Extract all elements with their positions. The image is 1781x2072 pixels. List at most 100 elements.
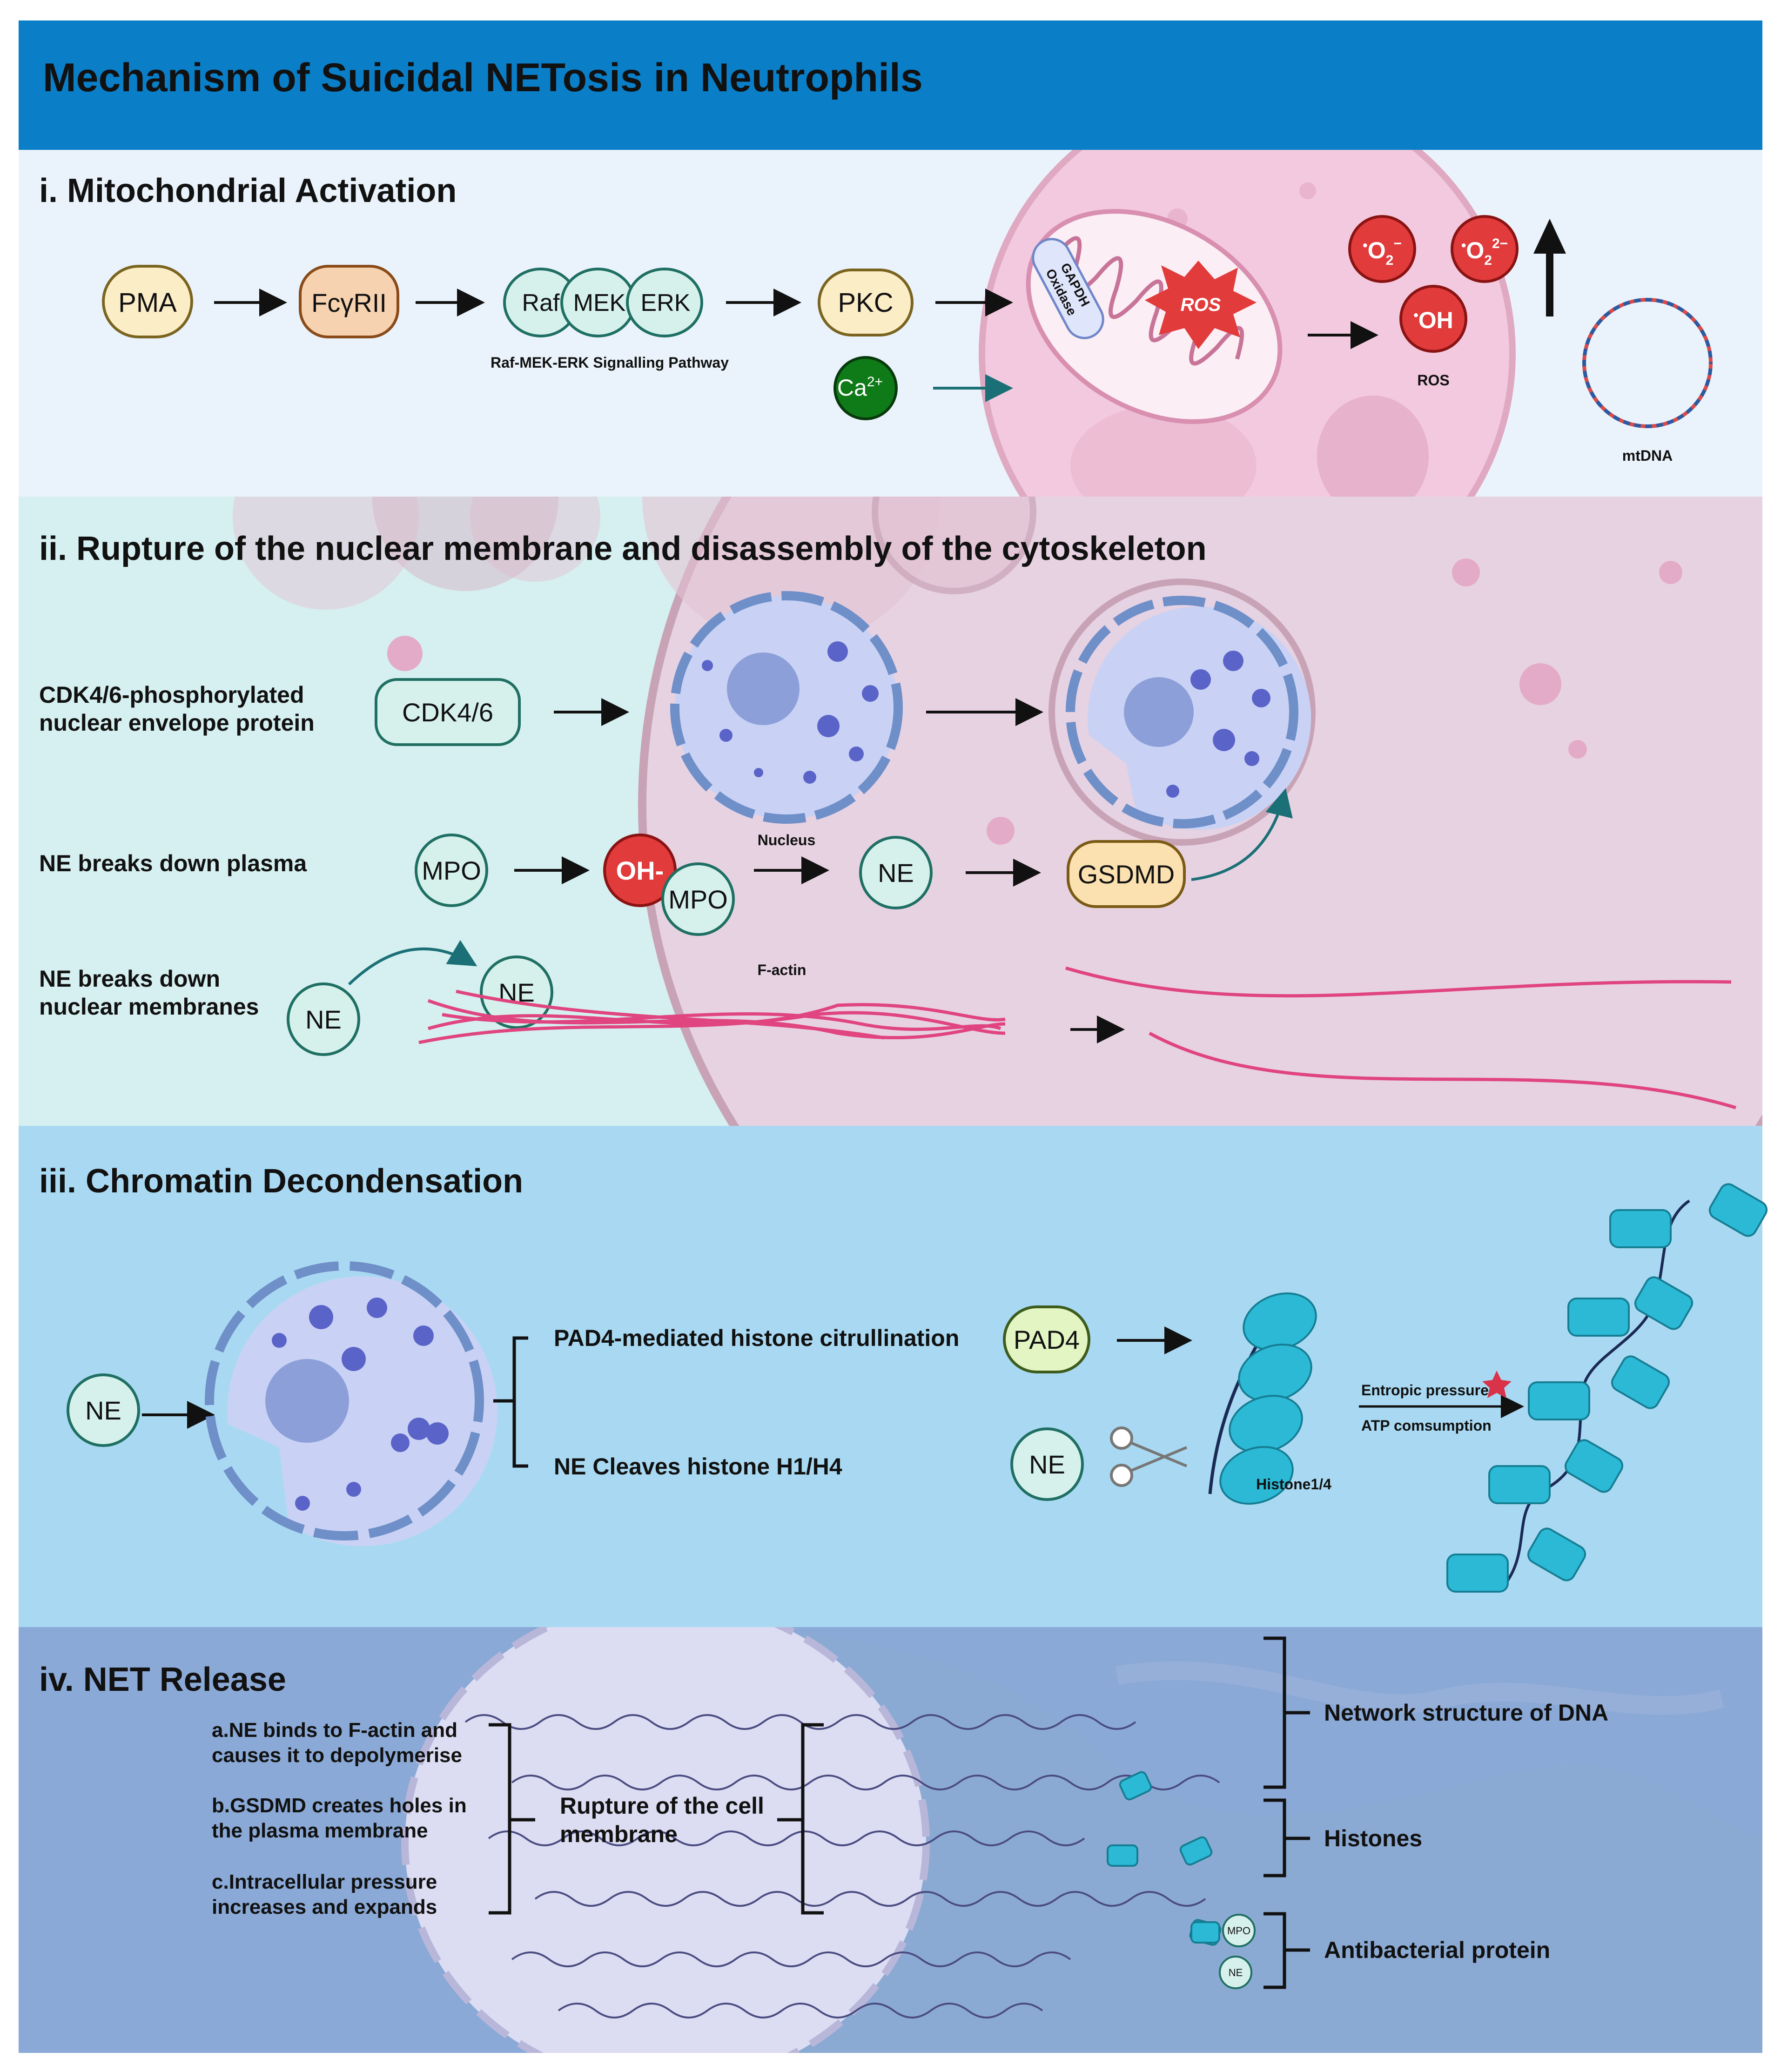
- superoxide-o: O: [1368, 237, 1386, 263]
- branch-ne: NE Cleaves histone H1/H4: [554, 1453, 842, 1480]
- nucleus-ruptured: [1048, 579, 1316, 846]
- row1-label-line2: nuclear envelope protein: [39, 710, 315, 736]
- header-bar: [19, 20, 1762, 150]
- svg-text:•O22−: •O22−: [1461, 236, 1508, 268]
- ros-burst-label: ROS: [1181, 295, 1221, 315]
- net-dna-strands: [464, 1714, 1220, 2018]
- peroxide-o: O: [1466, 237, 1484, 263]
- mtdna-icon: [1582, 298, 1713, 428]
- mpo-node-2: [661, 862, 735, 936]
- pad4-label: PAD4: [1014, 1325, 1080, 1354]
- cause-b-line1: b.GSDMD creates holes in: [212, 1794, 467, 1817]
- mini-mpo-label: MPO: [1227, 1925, 1250, 1937]
- panel-nuclear-rupture: ii. Rupture of the nuclear membrane and …: [19, 497, 1762, 1126]
- peroxide-subscript: 2: [1484, 253, 1492, 268]
- decondensed-chromatin: [1446, 1183, 1768, 1593]
- ne-label-4: NE: [1029, 1450, 1065, 1479]
- mek-label: MEK: [573, 289, 626, 316]
- nucleus-decondensing: [205, 1261, 497, 1547]
- mpo-node: [415, 834, 488, 907]
- ne-node-4: [1010, 1427, 1084, 1501]
- mitochondrion: [1026, 209, 1283, 424]
- cause-c-line1: c.Intracellular pressure: [212, 1870, 437, 1893]
- hydroxide-label: OH-: [616, 856, 664, 885]
- nucleus-intact: [670, 591, 903, 824]
- row2-label: NE breaks down plasma: [39, 850, 307, 876]
- erk-label: ERK: [641, 289, 691, 316]
- cdk46-node: [375, 678, 521, 746]
- cause-a-line1: a.NE binds to F-actin and: [212, 1719, 457, 1742]
- superoxide-radical-dot: •: [1363, 238, 1368, 253]
- calcium-charge: 2+: [867, 374, 883, 390]
- superoxide-charge: −: [1393, 236, 1402, 251]
- superoxide-subscript: 2: [1386, 253, 1394, 268]
- pkc-node: [818, 269, 914, 336]
- peroxide-radical-dot: •: [1461, 238, 1466, 253]
- calcium-node: [833, 356, 898, 420]
- fcgrii-node: [299, 265, 399, 338]
- rupture-line1: Rupture of the cell: [560, 1793, 764, 1819]
- pma-label: PMA: [118, 288, 177, 318]
- atp-label: ATP comsumption: [1361, 1417, 1492, 1434]
- mini-histone: [1190, 1921, 1220, 1944]
- calcium-label: Ca: [837, 375, 867, 401]
- raf-mek-erk-complex: Raf MEK ERK: [503, 268, 703, 337]
- hydroxyl-radical: •OH: [1399, 285, 1467, 353]
- nucleus-label: Nucleus: [758, 832, 815, 848]
- cdk46-label: CDK4/6: [402, 698, 493, 727]
- histone-label: Histone1/4: [1256, 1476, 1331, 1493]
- panel3-title: iii. Chromatin Decondensation: [39, 1163, 523, 1200]
- factin-bundle: [418, 989, 1006, 1044]
- ne-node-a: [287, 982, 360, 1056]
- rupture-line2: membrane: [560, 1821, 678, 1847]
- pad4-node: [1003, 1305, 1090, 1373]
- row3-label-line1: NE breaks down: [39, 966, 220, 992]
- ros-label: ROS: [1417, 372, 1449, 389]
- ne-label-a: NE: [305, 1005, 342, 1034]
- ros-burst: ROS: [1145, 261, 1257, 349]
- pathway-label: Raf-MEK-ERK Signalling Pathway: [491, 354, 729, 371]
- hydroxyl-label: OH: [1418, 307, 1453, 333]
- superoxide: •O2 −: [1348, 215, 1416, 283]
- cause-b-line2: the plasma membrane: [212, 1819, 428, 1842]
- row1-label-line1: CDK4/6-phosphorylated: [39, 682, 304, 708]
- ne-label: NE: [878, 858, 914, 888]
- branch-pad4: PAD4-mediated histone citrullination: [554, 1325, 959, 1351]
- ne-node-b: [480, 955, 553, 1029]
- ne-node-3: [67, 1373, 140, 1447]
- mpo-label-2: MPO: [668, 885, 728, 914]
- raf-label: Raf: [522, 289, 560, 316]
- row3-label-line2: nuclear membranes: [39, 994, 259, 1020]
- mpo-label: MPO: [422, 856, 481, 885]
- hydroxyl-radical-dot: •: [1413, 308, 1418, 323]
- svg-text:Ca2+: Ca2+: [837, 374, 883, 401]
- antibacterial-label: Antibacterial protein: [1324, 1937, 1550, 1963]
- net-dna-label: Network structure of DNA: [1324, 1700, 1608, 1726]
- star-icon: [1482, 1371, 1512, 1398]
- cause-a-line2: causes it to depolymerise: [212, 1744, 462, 1767]
- gsdmd-node: [1067, 840, 1186, 908]
- mini-ne-node: [1219, 1956, 1252, 1989]
- panel2-title: ii. Rupture of the nuclear membrane and …: [39, 530, 1207, 567]
- pkc-label: PKC: [838, 288, 893, 318]
- panel4-title: iv. NET Release: [39, 1661, 286, 1698]
- cause-c-line2: increases and expands: [212, 1896, 437, 1918]
- mini-ne-label: NE: [1229, 1967, 1243, 1978]
- pma-node: [102, 265, 193, 338]
- mtdna-label: mtDNA: [1622, 447, 1673, 464]
- histone-stack: [1208, 1292, 1317, 1505]
- svg-text:•O2−: •O2 −: [1363, 236, 1402, 268]
- scissors-icon: [1110, 1426, 1188, 1487]
- panel-net-release: iv. NET Release a.NE binds to F-actin an…: [19, 1627, 1762, 2053]
- peroxide-charge: 2−: [1492, 236, 1508, 251]
- gsdmd-label: GSDMD: [1078, 860, 1175, 889]
- entropic-label: Entropic pressure: [1361, 1382, 1489, 1399]
- fcgrii-label: FcγRII: [311, 288, 387, 317]
- page-title: Mechanism of Suicidal NETosis in Neutrop…: [43, 55, 923, 100]
- svg-text:•OH: •OH: [1413, 307, 1453, 333]
- ne-node: [859, 836, 933, 909]
- histones-label: Histones: [1324, 1825, 1422, 1851]
- panel-chromatin-decondensation: iii. Chromatin Decondensation NE PAD4-me…: [19, 1126, 1768, 1627]
- hydroxide-node: [603, 834, 677, 907]
